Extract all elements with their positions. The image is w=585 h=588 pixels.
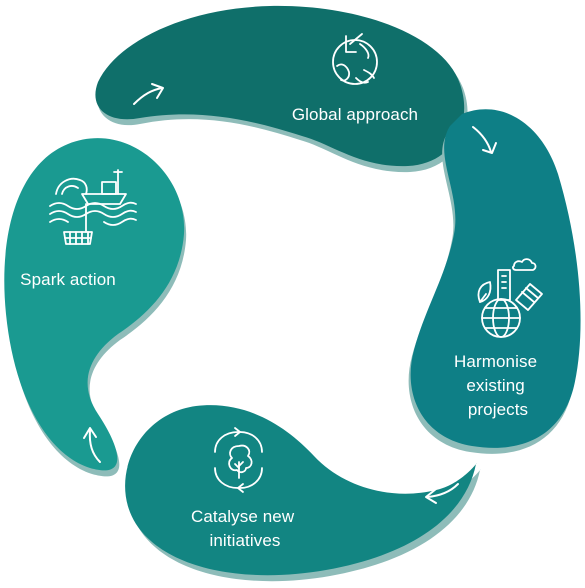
petal-global-approach (95, 5, 468, 173)
petal-spark (4, 138, 187, 477)
petal-catalyse (125, 405, 482, 582)
ship-net-icon (49, 169, 137, 245)
arrow-down-right-icon (472, 126, 497, 154)
arrow-left-icon (425, 483, 459, 504)
petal-shape (410, 109, 581, 448)
globe-city-icon (477, 258, 543, 338)
arrow-up-icon (83, 427, 101, 463)
label-spark-action: Spark action (20, 270, 116, 289)
label-harmonise: Harmonise existing projects (454, 352, 542, 419)
petal-shape (4, 138, 185, 471)
label-global-approach: Global approach (292, 105, 418, 124)
petal-harmonise (408, 109, 581, 454)
arrow-right-icon (133, 83, 164, 105)
globe-with-lifecycle-icon (332, 33, 378, 85)
tree-cycle-icon (214, 427, 263, 493)
label-catalyse: Catalyse new initiatives (191, 507, 299, 550)
petal-shape (95, 5, 465, 167)
petal-shape (125, 405, 478, 576)
